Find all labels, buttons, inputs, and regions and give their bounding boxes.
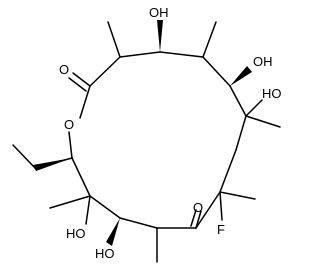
wedge-bond xyxy=(106,218,120,246)
wedge-bond xyxy=(33,158,72,171)
methyl-bond xyxy=(245,115,281,128)
wedge-bond xyxy=(157,20,163,52)
methyl-bond xyxy=(202,21,217,58)
bond xyxy=(119,51,161,58)
methyl-bond xyxy=(49,195,91,209)
double-bond xyxy=(190,209,197,227)
bond xyxy=(71,157,91,197)
bond xyxy=(89,195,121,219)
bond xyxy=(195,191,221,229)
ring-bonds xyxy=(68,51,247,229)
carbonyl-oxygen-label-left: O xyxy=(59,62,69,77)
hydroxyl-bond xyxy=(85,195,91,225)
methyl-bond xyxy=(107,21,121,58)
fluorine-bond xyxy=(219,191,223,221)
carbonyl-bonds xyxy=(68,72,202,229)
bond xyxy=(89,56,121,87)
bond xyxy=(202,56,231,87)
hydroxyl-label-top: OH xyxy=(149,5,169,20)
hydroxyl-label-right: HO xyxy=(262,86,282,101)
wedge-bonds xyxy=(33,20,252,246)
bond xyxy=(79,85,91,119)
bond xyxy=(229,85,247,117)
hydroxyl-label-bottom-left: HO xyxy=(66,226,86,241)
bond xyxy=(235,115,247,151)
methyl-bond xyxy=(219,191,256,200)
bond xyxy=(159,51,204,58)
fluorine-label: F xyxy=(217,222,225,237)
ring-oxygen-label: O xyxy=(64,117,74,132)
hydroxyl-label-right-upper: OH xyxy=(253,54,273,69)
bond xyxy=(119,217,158,229)
substituent-bonds xyxy=(12,21,281,263)
wedge-bond xyxy=(230,66,252,86)
hydroxyl-bond xyxy=(245,99,263,117)
bond xyxy=(12,144,36,169)
carbonyl-oxygen-label-bottom: O xyxy=(193,200,203,215)
hydroxyl-label-bottom: HO xyxy=(95,246,115,261)
atom-labels: OH OH HO HO HO F O O O xyxy=(59,5,282,261)
double-bond xyxy=(72,72,91,87)
bond xyxy=(68,131,73,159)
molecular-structure-diagram: OH OH HO HO HO F O O O xyxy=(12,5,282,263)
bond xyxy=(219,149,237,193)
double-bond xyxy=(68,77,87,92)
double-bond xyxy=(195,210,202,229)
